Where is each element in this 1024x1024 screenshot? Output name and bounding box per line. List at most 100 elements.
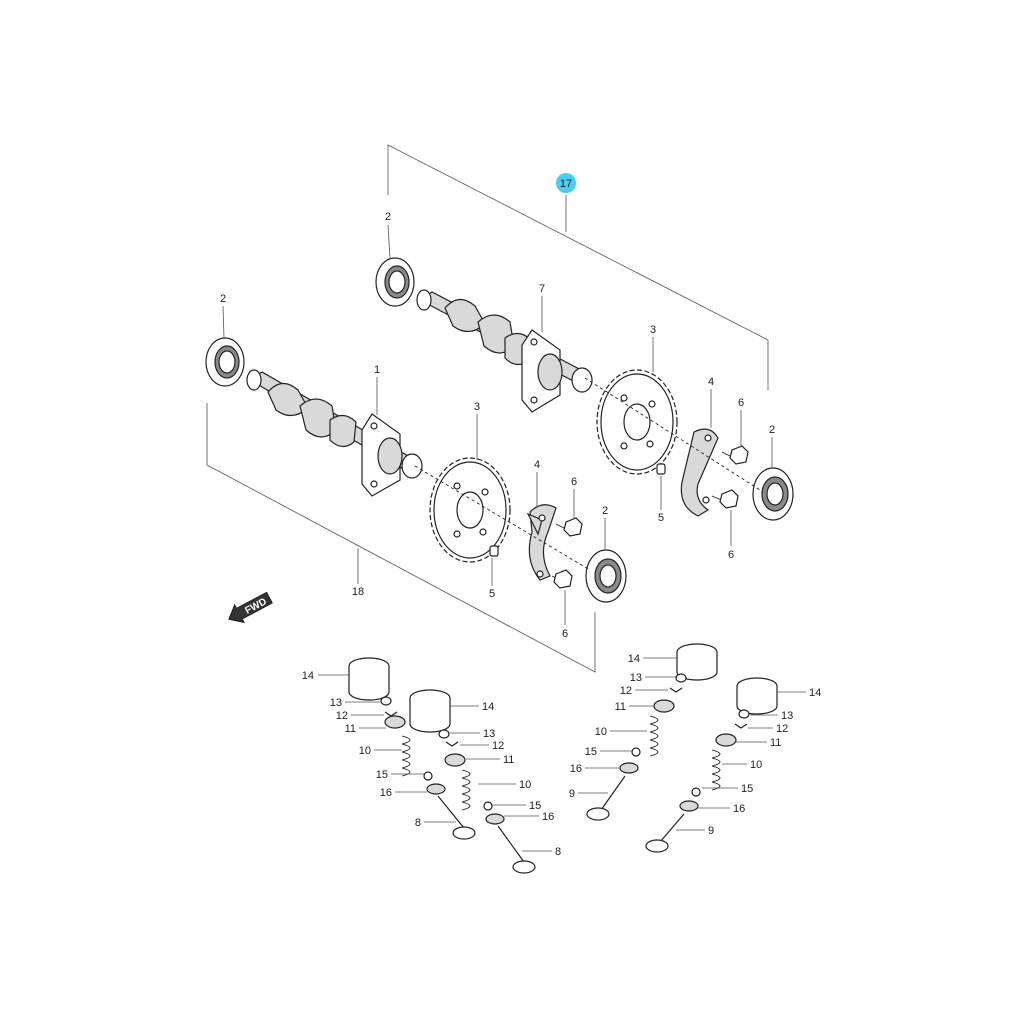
valve-spring-b [461,769,471,811]
forward-direction-arrow: FWD [228,591,273,624]
callout-17-highlighted[interactable]: 17 [556,173,576,232]
valve-set-b [409,689,536,874]
bearing-lower-right [585,549,627,603]
callout-3[interactable]: 3 [474,401,480,413]
seal-a [423,771,433,781]
callout-12[interactable]: 12 [492,740,504,752]
callout-14[interactable]: 14 [809,687,821,699]
callout-13[interactable]: 13 [781,710,793,722]
callout-13[interactable]: 13 [330,697,342,709]
callout-16[interactable]: 16 [733,803,745,815]
sprocket-upper [596,369,678,475]
shim-a [380,696,392,706]
callout-15[interactable]: 15 [529,800,541,812]
callout-2[interactable]: 2 [769,424,775,436]
callout-16[interactable]: 16 [380,787,392,799]
callout-10[interactable]: 10 [519,779,531,791]
retainer-plate-upper [680,428,719,517]
callout-13[interactable]: 13 [630,672,642,684]
bearing-upper-right [752,467,794,521]
callout-6[interactable]: 6 [562,628,568,640]
shim-b [438,729,450,739]
callout-4[interactable]: 4 [708,376,714,388]
callout-10[interactable]: 10 [595,726,607,738]
retainer-c [653,699,675,713]
callout-6[interactable]: 6 [571,476,577,488]
sprocket-lower [429,457,511,563]
seal-c [631,747,641,757]
callout-17-label: 17 [560,178,572,190]
callout-11[interactable]: 11 [615,701,626,713]
callout-11[interactable]: 11 [345,723,356,735]
bolt-upper-a [721,445,749,465]
bolt-lower-b [551,569,573,589]
valve-set-d [645,677,778,853]
callout-labels: 2 7 3 4 6 2 5 6 2 1 3 4 6 2 5 6 18 [220,211,821,858]
callout-12[interactable]: 12 [776,723,788,735]
cotter-c [669,687,683,693]
callout-6[interactable]: 6 [728,549,734,561]
valve-spring-c [649,715,659,757]
callout-10[interactable]: 10 [359,745,371,757]
shim-c [675,673,687,683]
callout-9[interactable]: 9 [708,825,714,837]
camshaft-flange-lower [361,413,403,497]
callout-12[interactable]: 12 [620,685,632,697]
fwd-label: FWD [243,596,268,616]
cotter-b [445,741,459,747]
dowel-pin-lower [489,545,499,557]
callout-18[interactable]: 18 [352,586,364,598]
callout-16[interactable]: 16 [570,763,582,775]
spring-seat-c [619,762,639,774]
tappet-d [736,677,778,715]
callout-6[interactable]: 6 [738,397,744,409]
retainer-a [384,715,406,729]
callout-16[interactable]: 16 [542,811,554,823]
callout-14[interactable]: 14 [628,653,640,665]
valve-d [645,813,685,853]
tappet-a [348,657,390,701]
callout-1[interactable]: 1 [374,364,380,376]
callout-10[interactable]: 10 [750,759,762,771]
callout-15[interactable]: 15 [376,769,388,781]
valve-set-a [348,657,476,840]
retainer-d [715,733,737,747]
callout-2[interactable]: 2 [385,211,391,223]
callout-3[interactable]: 3 [650,324,656,336]
retainer-b [444,753,466,767]
callout-14[interactable]: 14 [482,701,494,713]
callout-13[interactable]: 13 [483,728,495,740]
assembly-bracket-18 [206,403,596,673]
valve-spring-a [401,735,411,777]
callout-9[interactable]: 9 [569,788,575,800]
camshaft-upper [416,289,593,393]
callout-2[interactable]: 2 [602,505,608,517]
spring-seat-b [485,813,505,825]
callout-11[interactable]: 11 [503,754,514,766]
valve-set-c [586,643,718,821]
spring-seat-d [679,800,699,812]
callout-15[interactable]: 15 [585,746,597,758]
callout-14[interactable]: 14 [302,670,314,682]
callout-11[interactable]: 11 [770,737,781,749]
callout-2[interactable]: 2 [220,293,226,305]
cotter-a [384,711,398,717]
bolt-lower-a [555,517,583,537]
bolt-upper-b [711,489,739,509]
callout-8[interactable]: 8 [555,846,561,858]
valve-b [497,825,536,874]
seal-b [483,801,493,811]
callout-5[interactable]: 5 [658,512,664,524]
valve-a [437,795,476,840]
callout-15[interactable]: 15 [741,783,753,795]
retainer-plate-lower [526,504,557,581]
callout-8[interactable]: 8 [415,817,421,829]
callout-5[interactable]: 5 [489,588,495,600]
callout-4[interactable]: 4 [534,459,540,471]
shim-d [738,709,750,719]
callout-7[interactable]: 7 [539,283,545,295]
dowel-pin-upper [656,463,666,475]
callout-12[interactable]: 12 [336,710,348,722]
assembly-bracket-17 [387,144,769,390]
